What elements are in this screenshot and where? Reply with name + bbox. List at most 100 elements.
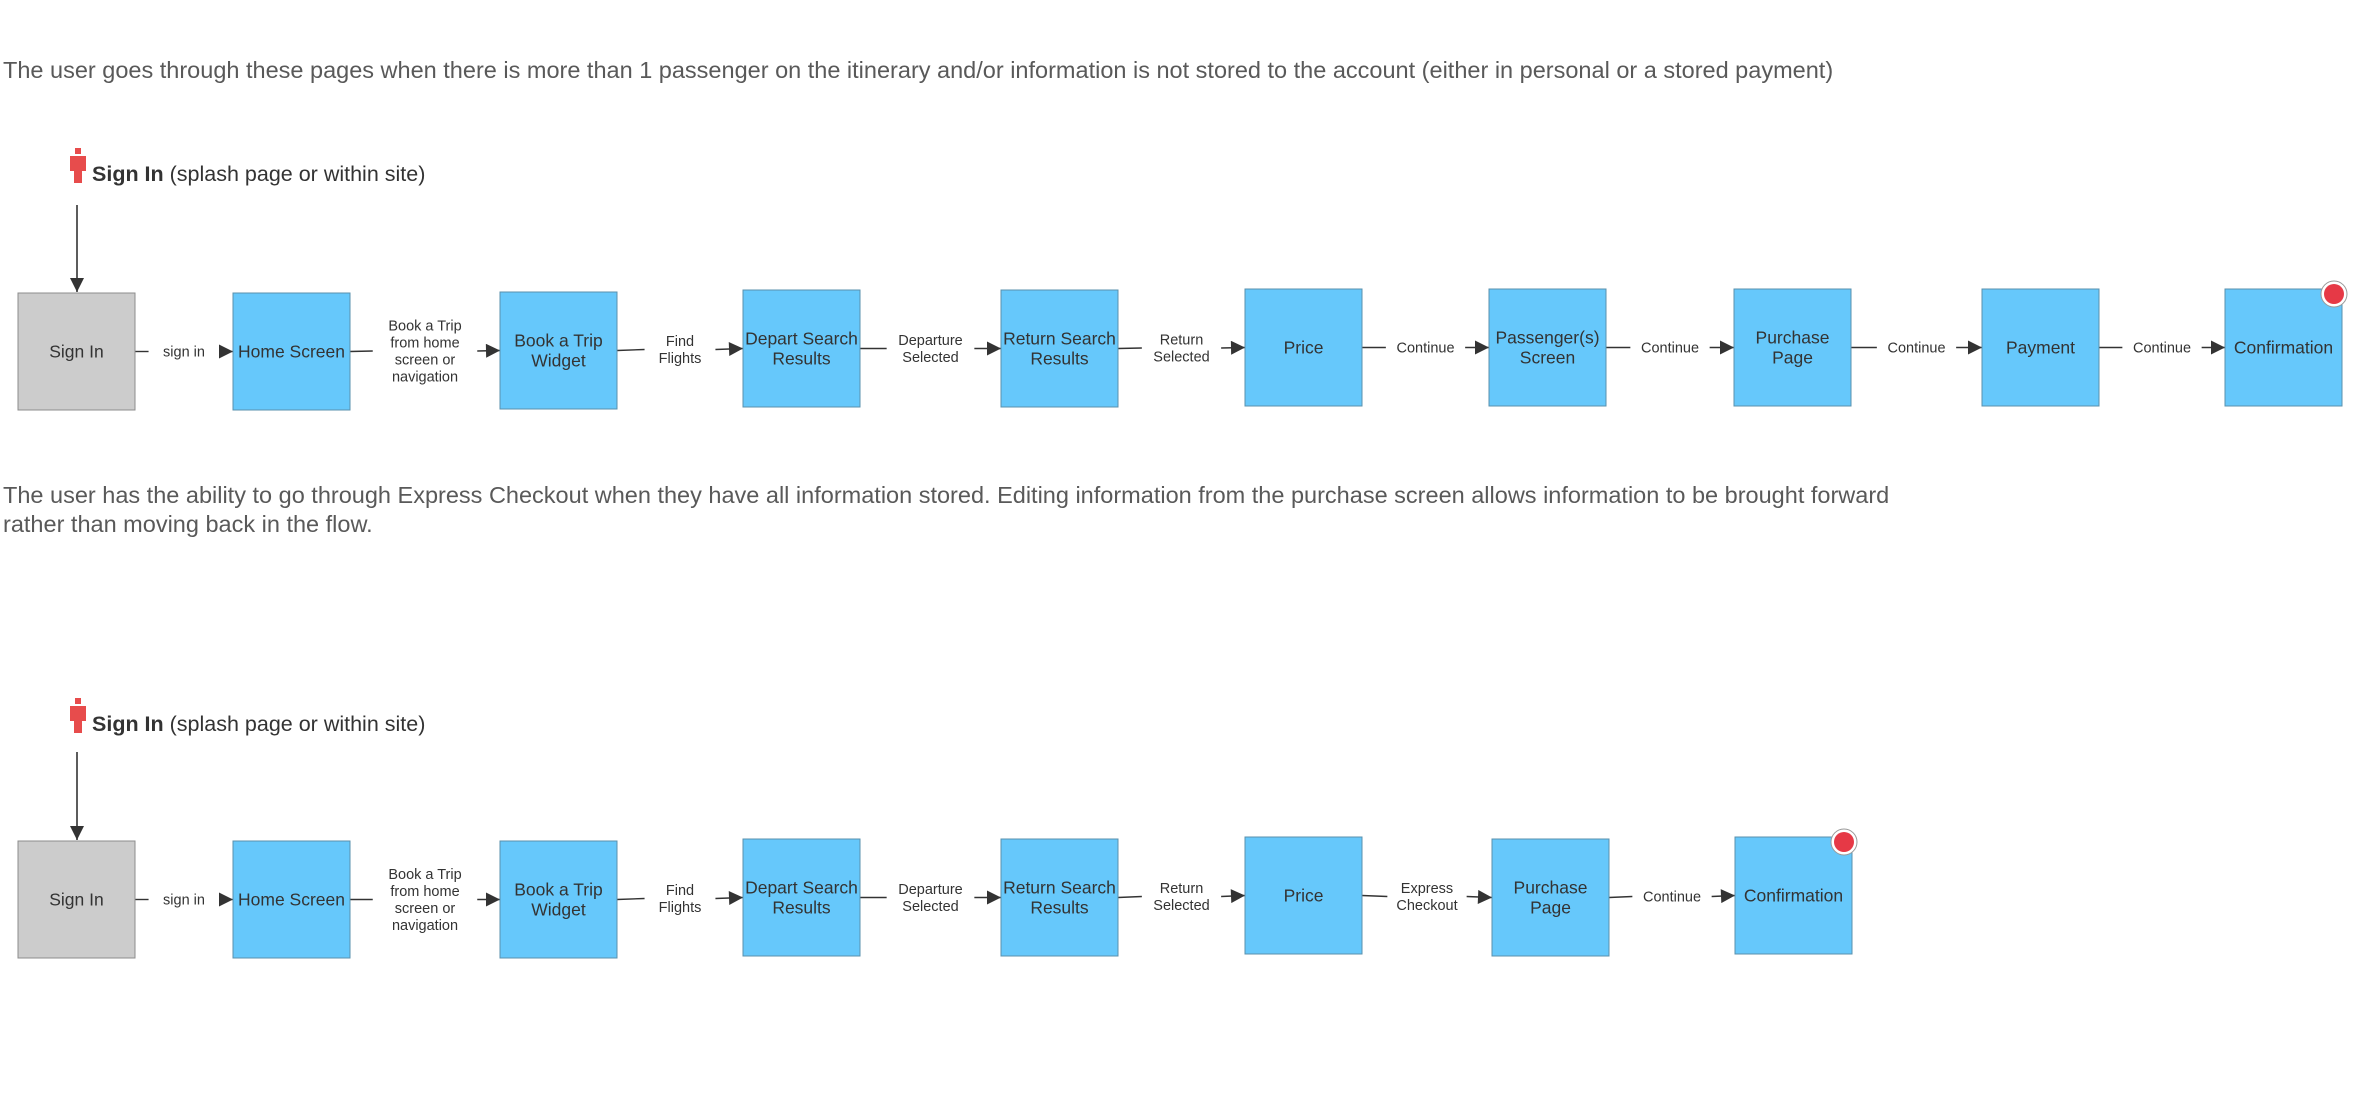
node-confirmation: Confirmation (1734, 828, 1858, 955)
node-box (742, 838, 861, 957)
edge-arrow (477, 343, 501, 358)
edge-6: Continue (1362, 340, 1489, 357)
edge-label: Express (1401, 881, 1453, 897)
node-label: Page (1530, 898, 1571, 918)
node-label: Purchase (1756, 328, 1830, 348)
edge-label: Departure (898, 333, 962, 349)
node-box (232, 840, 351, 959)
node-label: Book a Trip (514, 331, 603, 351)
flow-1: Sign In (splash page or within site) sign… (17, 148, 2348, 411)
edge-label: Continue (1643, 890, 1701, 906)
edge-label: sign in (163, 893, 205, 909)
flow-2: Sign In (splash page or within site) sign… (17, 698, 1858, 959)
edge-arrow (715, 891, 744, 906)
edge-label: Selected (1153, 898, 1209, 914)
node-payment: Payment (1981, 288, 2100, 407)
node-label: Results (772, 349, 831, 369)
edge-label: sign in (163, 345, 205, 361)
node-label: Price (1284, 886, 1324, 906)
edge-label: from home (390, 336, 459, 352)
node-home-screen: Home Screen (232, 840, 351, 959)
edge-label: Continue (1396, 341, 1454, 357)
edge-line (616, 348, 645, 352)
node-label: Depart Search (745, 878, 858, 898)
node-box (232, 292, 351, 411)
start-label: Sign In (splash page or within site) (92, 712, 425, 736)
node-label: Depart Search (745, 329, 858, 349)
node-label: Purchase (1514, 878, 1588, 898)
edge-label: navigation (392, 918, 458, 934)
node-label: Confirmation (2234, 338, 2333, 358)
edge-line (1117, 895, 1142, 899)
node-box (1981, 288, 2100, 407)
node-passenger-s-screen: Passenger(s)Screen (1488, 288, 1607, 407)
node-label: Payment (2006, 338, 2075, 358)
edge-arrow (1466, 889, 1493, 904)
start-label-rest: (splash page or within site) (164, 712, 426, 736)
edge-label: Book a Trip (388, 867, 461, 883)
node-price: Price (1244, 836, 1363, 955)
node-label: Price (1284, 338, 1324, 358)
edge-label: Flights (659, 351, 702, 367)
edge-arrow (715, 342, 744, 357)
end-marker-icon (2320, 280, 2348, 308)
edge-1: sign in (135, 892, 233, 909)
edge-line (1361, 894, 1388, 898)
node-price: Price (1244, 288, 1363, 407)
node-label: Screen (1520, 348, 1575, 368)
edge-label: from home (390, 884, 459, 900)
start-label-bold: Sign In (92, 162, 164, 186)
person-icon (70, 698, 86, 733)
node-confirmation: Confirmation (2224, 280, 2348, 407)
flow-2-description: The user has the ability to go through E… (3, 482, 1890, 537)
node-label: Return Search (1003, 329, 1116, 349)
node-box (17, 292, 136, 411)
edge-line (1608, 895, 1633, 899)
node-box (1488, 288, 1607, 407)
node-box (499, 291, 618, 410)
edge-label: Continue (1887, 341, 1945, 357)
edge-label: screen or (395, 901, 456, 917)
node-box (1244, 836, 1363, 955)
node-box (17, 840, 136, 959)
edge-arrow (1221, 889, 1246, 904)
edge-label: Continue (1641, 341, 1699, 357)
node-label: Return Search (1003, 878, 1116, 898)
edge-arrow (1221, 340, 1246, 355)
node-label: Home Screen (238, 342, 345, 362)
edge-label: Departure (898, 882, 962, 898)
edge-9: Continue (2099, 340, 2225, 357)
start-label-rest: (splash page or within site) (164, 162, 426, 186)
node-label: Page (1772, 348, 1813, 368)
node-box (1734, 836, 1853, 955)
edge-label: Selected (902, 350, 958, 366)
node-label: Confirmation (1744, 886, 1843, 906)
flow-1-description: The user goes through these pages when t… (3, 57, 1834, 83)
node-sign-in: Sign In (17, 840, 136, 959)
node-box (742, 289, 861, 408)
edge-7: Continue (1606, 340, 1734, 357)
node-label: Home Screen (238, 890, 345, 910)
edge-arrow (1711, 889, 1736, 904)
edge-label: screen or (395, 353, 456, 369)
edge-8: Continue (1851, 340, 1982, 357)
edge-label: Continue (2133, 341, 2191, 357)
edge-label: Return (1160, 333, 1204, 349)
node-box (1244, 288, 1363, 407)
node-label: Widget (531, 351, 586, 371)
node-label: Sign In (49, 890, 103, 910)
edge-line (1117, 347, 1142, 350)
node-box (1491, 838, 1610, 957)
